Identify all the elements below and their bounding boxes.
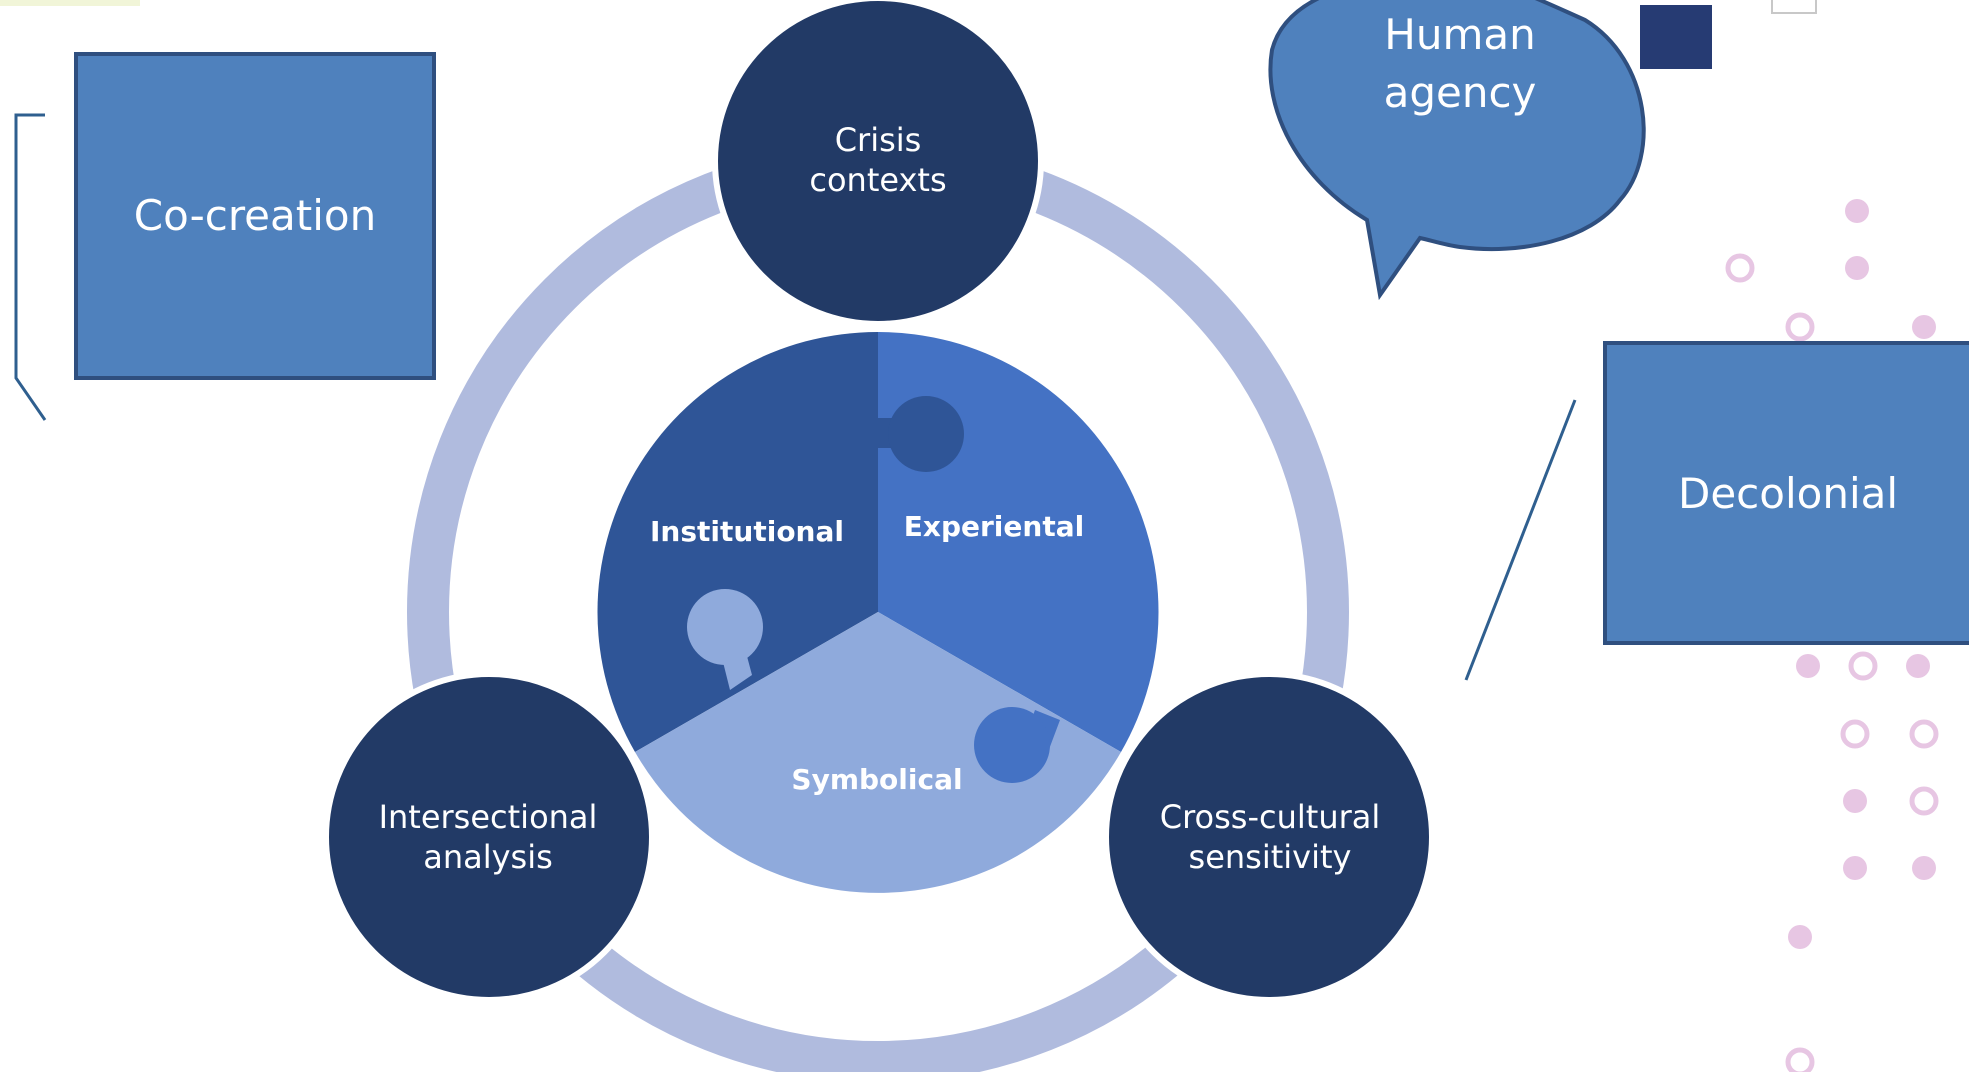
navy-block [1640,5,1712,69]
node-intersectional-analysis [323,671,655,1003]
cocreation-label: Co-creation [134,191,376,240]
human-agency-line2: agency [1384,68,1537,117]
puzzle-knob [888,396,964,472]
node-crisis-contexts [712,0,1044,327]
decolonial-box [1603,341,1969,645]
puzzle-piece-symbolical [635,612,1121,893]
decor-ring [1909,719,1939,749]
decor-ring [1840,719,1870,749]
decor-dot [1788,925,1812,949]
decor-ring [1725,253,1755,283]
corner-mark [0,0,140,6]
decorative-dots [1725,199,1939,1072]
human-agency-callout [1268,0,1646,301]
puzzle-knob [687,589,763,665]
node-crosscultural-line1: Cross-cultural [1160,798,1381,836]
decor-dot [1843,789,1867,813]
decor-dot [1796,654,1820,678]
puzzle [597,331,1159,893]
decolonial-connector [1464,399,1577,681]
node-intersectional-line2: analysis [423,838,553,876]
small-outline-box [1771,0,1817,14]
puzzle-piece-institutional [597,331,878,752]
human-agency-line1: Human [1384,10,1535,59]
label-symbolical: Symbolical [791,763,962,796]
cocreation-box [74,52,436,380]
decor-ring [1848,651,1878,681]
decor-ring [1909,786,1939,816]
decor-dot [1845,199,1869,223]
node-crisis-line1: Crisis [835,121,922,159]
cocreation-bracket [14,113,47,421]
decolonial-label: Decolonial [1678,469,1898,518]
decor-dot [1912,315,1936,339]
puzzle-knob [974,707,1050,783]
node-crosscultural-line2: sensitivity [1189,838,1352,876]
node-crisis-line2: contexts [809,161,946,199]
decor-ring [1785,312,1815,342]
decor-ring [1785,1047,1815,1072]
decor-dot [1845,256,1869,280]
label-institutional: Institutional [650,515,844,548]
node-intersectional-line1: Intersectional [379,798,598,836]
decor-dot [1912,856,1936,880]
label-experiental: Experiental [904,510,1084,543]
decor-dot [1843,856,1867,880]
node-cross-cultural-sensitivity [1103,671,1435,1003]
decor-dot [1906,654,1930,678]
